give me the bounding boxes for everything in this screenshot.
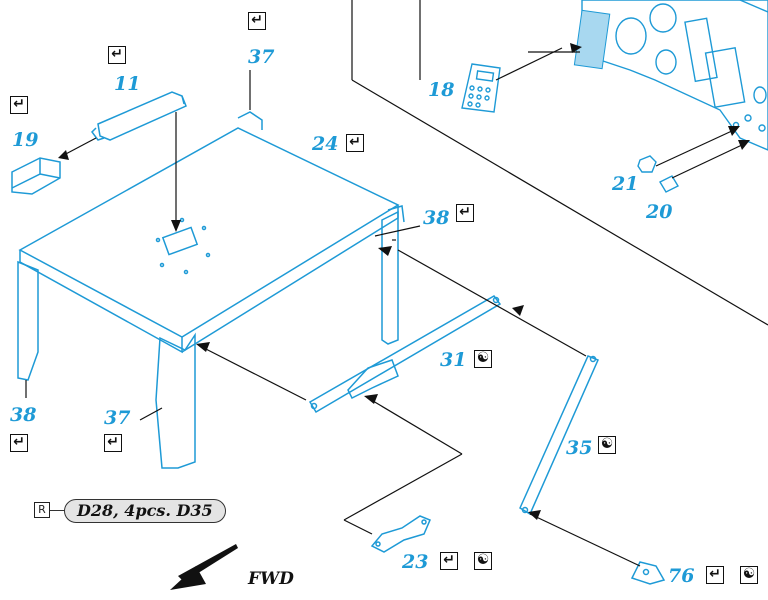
check-icon-19: ↵ — [10, 96, 28, 114]
part-label-76: 76 — [668, 565, 695, 587]
plug-part-20 — [659, 175, 679, 193]
check-icon-24: ↵ — [346, 134, 364, 152]
check-icon-37-top: ↵ — [248, 12, 266, 30]
bond-icon-31: ☯ — [474, 350, 492, 368]
bond-icon-35: ☯ — [598, 436, 616, 454]
part-label-18: 18 — [428, 79, 455, 101]
part-label-21: 21 — [612, 173, 639, 195]
registered-icon: R — [34, 502, 50, 518]
legs — [17, 205, 405, 469]
fwd-arrow — [170, 544, 238, 590]
part-label-35: 35 — [566, 437, 593, 459]
check-icon-23: ↵ — [440, 552, 458, 570]
check-icon-76: ↵ — [706, 566, 724, 584]
part-label-24: 24 — [312, 133, 339, 155]
part-label-38-right: 38 — [423, 207, 450, 229]
panel-decal — [573, 9, 611, 70]
bracket-part-76 — [630, 561, 666, 585]
note-connector — [50, 510, 66, 511]
brace-part-31 — [308, 295, 502, 414]
fwd-label: FWD — [248, 569, 294, 589]
part-label-11: 11 — [114, 73, 141, 95]
brace-part-35 — [519, 355, 599, 516]
instrument-panel — [581, 0, 768, 151]
leader-lines — [25, 47, 745, 567]
part-label-23: 23 — [402, 551, 429, 573]
part-label-37-top: 37 — [248, 46, 275, 68]
check-icon-38-right: ↵ — [456, 204, 474, 222]
bond-icon-23: ☯ — [474, 552, 492, 570]
keypad-part-18 — [461, 63, 501, 113]
part-label-37-leg: 37 — [104, 407, 131, 429]
check-icon-11: ↵ — [108, 46, 126, 64]
part-label-19: 19 — [12, 129, 39, 151]
knob-part-21 — [637, 155, 657, 173]
arrowheads — [58, 43, 750, 520]
bond-icon-76: ☯ — [740, 566, 758, 584]
handle-part-11 — [91, 91, 187, 141]
part-label-38-left: 38 — [10, 404, 37, 426]
part-label-20: 20 — [646, 201, 673, 223]
cap-part-19 — [11, 157, 61, 195]
check-icon-38-left: ↵ — [10, 434, 28, 452]
check-icon-37-leg: ↵ — [104, 434, 122, 452]
panel-outline — [351, 0, 768, 326]
part-label-31: 31 — [440, 349, 467, 371]
bracket-part-23 — [370, 515, 431, 553]
note-callout: D28, 4pcs. D35 — [64, 499, 226, 523]
